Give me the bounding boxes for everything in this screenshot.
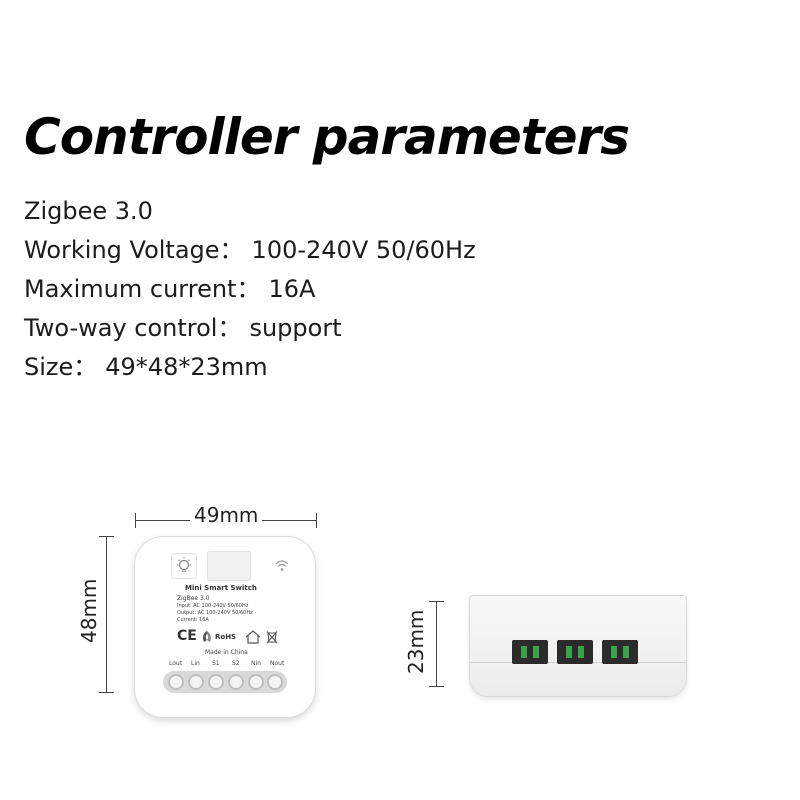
light-bulb-icon [171, 553, 197, 579]
terminal-label-lin: Lin [191, 660, 200, 667]
terminal-label-lout: Lout [169, 660, 183, 667]
page-title: Controller parameters [24, 108, 630, 166]
depth-dimension-label: 23mm [404, 609, 428, 674]
width-dimension-tick-right [316, 513, 317, 528]
device-current-rating: Current: 16A [177, 617, 209, 623]
spec-item-zigbee: Zigbee 3.0 [24, 192, 476, 231]
rohs-icon: RoHS [215, 633, 237, 641]
device-button [207, 551, 251, 581]
spec-item-current: Maximum current：16A [24, 270, 476, 309]
terminal-block [163, 671, 287, 693]
height-dimension-label: 48mm [77, 578, 101, 643]
recycle-icon [203, 631, 211, 642]
terminal-hole [208, 674, 224, 690]
terminal-label-s1: S1 [212, 660, 220, 667]
home-icon [245, 630, 261, 644]
spec-value: 100-240V 50/60Hz [251, 236, 476, 264]
device-protocol: ZigBee 3.0 [177, 595, 210, 602]
terminal-port [602, 640, 638, 664]
spec-value: support [249, 314, 342, 342]
spec-label: Working Voltage： [24, 236, 244, 264]
device-name: Mini Smart Switch [185, 584, 257, 592]
spec-label: Two-way control： [24, 314, 242, 342]
height-dimension-tick-top [99, 536, 114, 537]
terminal-label-nout: Nout [270, 660, 285, 667]
spec-value: 49*48*23mm [105, 353, 268, 381]
height-dimension-line [106, 536, 107, 693]
spec-item-two-way: Two-way control：support [24, 309, 476, 348]
height-dimension-tick-bottom [99, 692, 114, 693]
terminal-hole [248, 674, 264, 690]
terminal-port [512, 640, 548, 664]
ce-mark-icon: CE [177, 628, 197, 644]
terminal-hole [168, 674, 184, 690]
spec-list: Zigbee 3.0 Working Voltage：100-240V 50/6… [24, 192, 476, 387]
terminal-port [557, 640, 593, 664]
device-output-rating: Output: AC 100-240V 50/60Hz [177, 610, 253, 616]
terminal-hole [188, 674, 204, 690]
device-front-view: Mini Smart Switch ZigBee 3.0 Input: AC 1… [135, 537, 315, 717]
terminal-label-s2: S2 [232, 660, 240, 667]
spec-item-voltage: Working Voltage：100-240V 50/60Hz [24, 231, 476, 270]
weee-bin-icon [266, 631, 278, 644]
spec-label: Zigbee 3.0 [24, 197, 153, 225]
depth-dimension-tick-bottom [429, 686, 444, 687]
terminal-hole [267, 674, 283, 690]
spec-value: 16A [268, 275, 316, 303]
spec-label: Size： [24, 353, 98, 381]
device-origin: Made in China [205, 649, 248, 656]
device-input-rating: Input: AC 100-240V 50/60Hz [177, 603, 249, 609]
width-dimension-label: 49mm [190, 503, 263, 527]
width-dimension-tick-left [135, 513, 136, 528]
terminal-label-nin: Nin [251, 660, 261, 667]
wifi-signal-icon [275, 560, 289, 571]
spec-item-size: Size：49*48*23mm [24, 348, 476, 387]
depth-dimension-line [436, 601, 437, 687]
terminal-hole [228, 674, 244, 690]
depth-dimension-tick-top [429, 601, 444, 602]
spec-label: Maximum current： [24, 275, 261, 303]
